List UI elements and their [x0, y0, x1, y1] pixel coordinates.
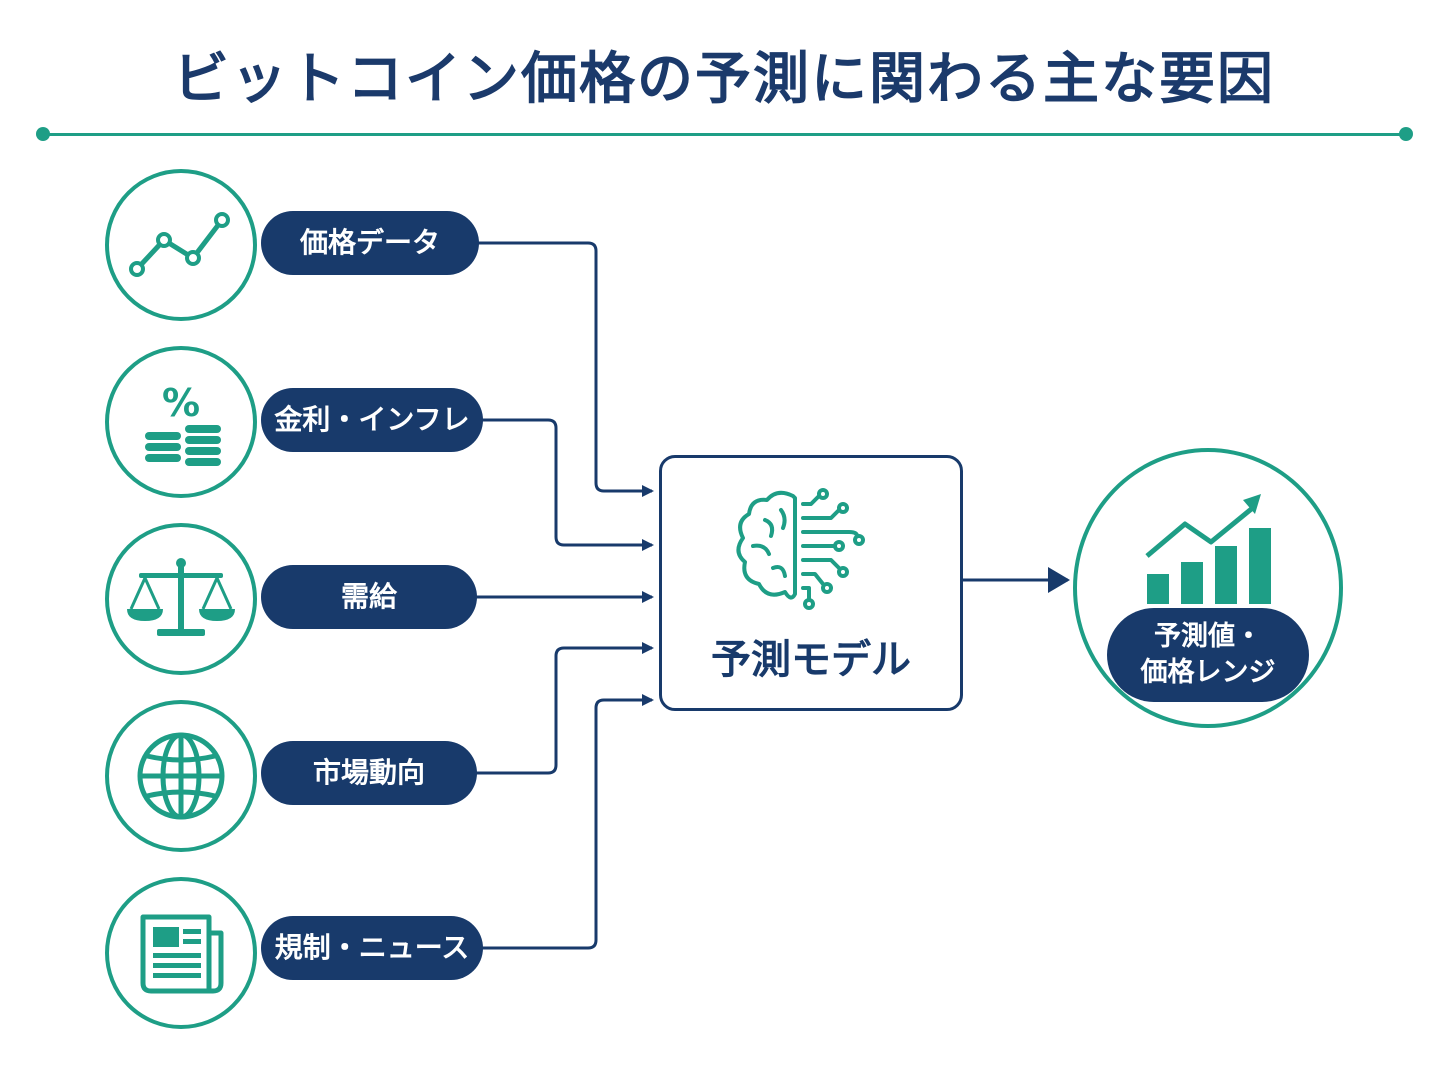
model-label: 予測モデル	[711, 637, 911, 683]
factor-circle-regulation-news	[105, 877, 257, 1029]
factor-pill-regulation-news: 規制・ニュース	[261, 916, 483, 980]
factor-pill-market-trend: 市場動向	[261, 741, 477, 805]
brain-circuit-icon	[736, 488, 865, 610]
newspaper-icon	[140, 914, 224, 994]
factor-pill-supply-demand: 需給	[261, 565, 477, 629]
divider-dot-right	[1399, 127, 1413, 141]
prediction-model-box: 予測モデル	[659, 455, 963, 711]
connector-price-data	[478, 241, 654, 497]
connector-interest-inflation	[482, 418, 654, 551]
factor-pill-price-data: 価格データ	[261, 211, 479, 275]
divider-dot-left	[36, 127, 50, 141]
line-chart-icon	[129, 212, 230, 277]
output-label-line1: 予測値・	[1154, 621, 1262, 652]
diagram-title: ビットコイン価格の予測に関わる主な要因	[173, 47, 1275, 112]
percent-coins-icon: %	[145, 381, 221, 466]
connector-regulation-news	[482, 694, 654, 950]
output-label-line2: 価格レンジ	[1140, 657, 1276, 688]
factor-circle-supply-demand	[105, 523, 257, 675]
factor-pill-interest-inflation: 金利・インフレ	[261, 388, 483, 452]
globe-icon	[137, 732, 225, 820]
factor-circle-market-trend	[105, 700, 257, 852]
factor-circle-interest-inflation: %	[105, 346, 257, 498]
factor-circle-price-data	[105, 169, 257, 321]
svg-text:%: %	[162, 381, 200, 425]
connector-market-trend	[476, 642, 654, 775]
growth-bar-chart-icon	[1145, 494, 1271, 604]
balance-scale-icon	[127, 558, 235, 636]
title-divider	[42, 133, 1406, 136]
output-pill: 予測値・ 価格レンジ	[1107, 608, 1309, 702]
